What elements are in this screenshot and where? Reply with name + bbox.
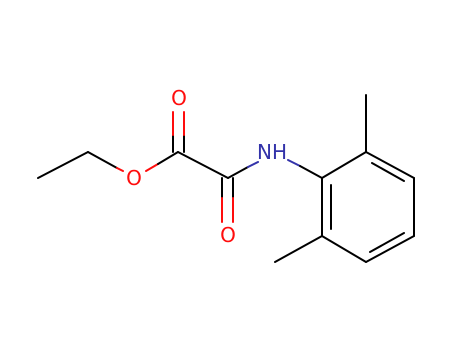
amide-carbonyl-oxygen-label: O bbox=[220, 223, 236, 247]
bond-ch2-o-red bbox=[116, 167, 124, 172]
atom-label-layer: O O O NH bbox=[126, 86, 287, 247]
bond-o-c-ester bbox=[157, 151, 179, 165]
bond-layer bbox=[37, 94, 415, 263]
bond-c-n-blue bbox=[247, 161, 259, 168]
ring-inner-2 bbox=[369, 232, 405, 253]
ring-bond-5 bbox=[321, 235, 367, 263]
bond-c-c bbox=[177, 151, 229, 179]
ring-inner-1 bbox=[371, 162, 405, 182]
ring-bond-1 bbox=[321, 151, 367, 179]
bond-ch3-ch2 bbox=[37, 151, 89, 179]
bond-ch2-o bbox=[87, 151, 118, 169]
bond-n-ring bbox=[299, 165, 323, 179]
bond-c-n bbox=[227, 166, 249, 179]
bond-o-c-ester-red bbox=[145, 163, 159, 172]
ester-carbonyl-oxygen-label: O bbox=[171, 86, 187, 110]
ester-ether-oxygen-label: O bbox=[126, 166, 142, 190]
ring-bond-2 bbox=[365, 151, 415, 179]
ring-bond-4 bbox=[365, 235, 415, 263]
bond-n-ring-blue bbox=[287, 159, 301, 167]
bond-methyl-bottom bbox=[274, 235, 323, 263]
amide-nh-label: NH bbox=[257, 140, 287, 164]
